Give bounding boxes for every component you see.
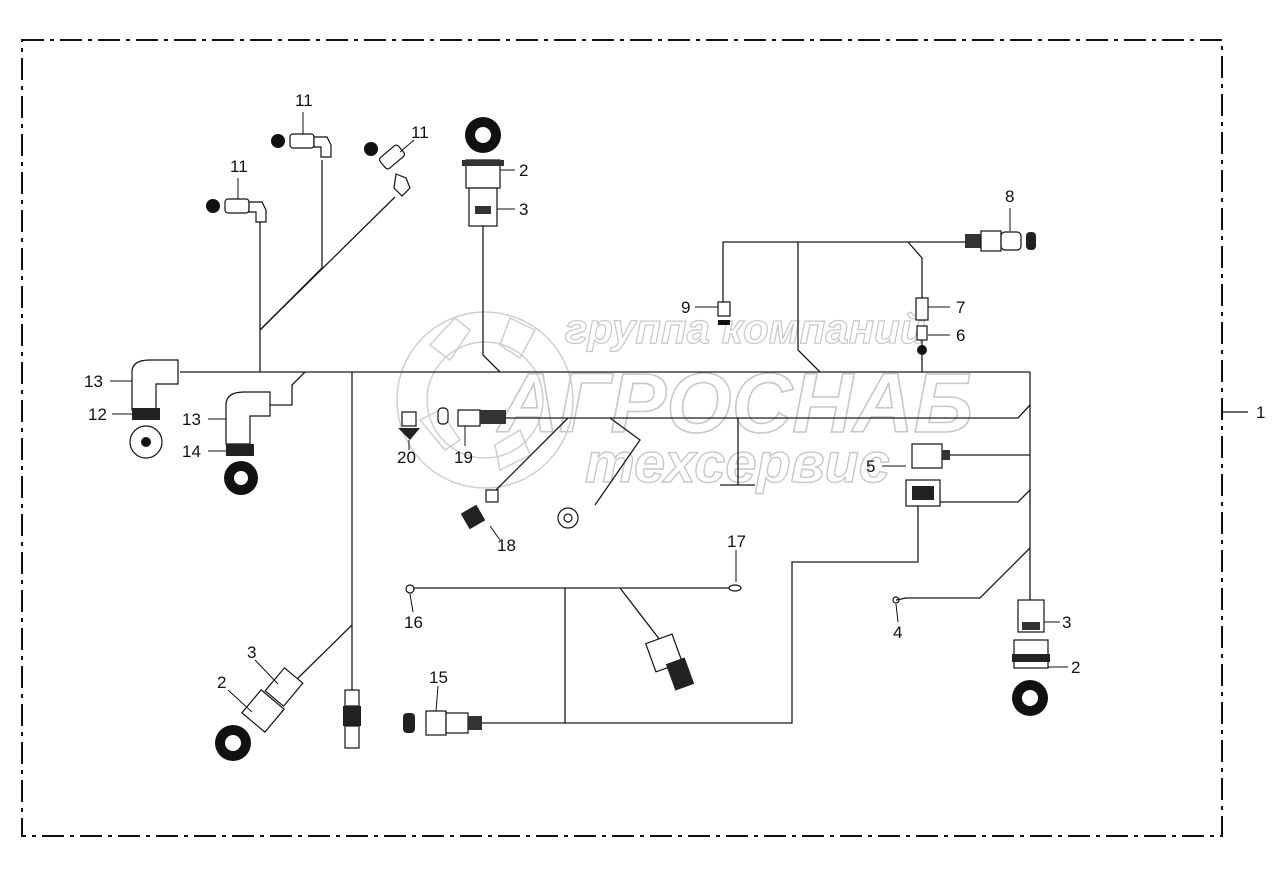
callout-label: 16 xyxy=(404,613,423,632)
connector-18 xyxy=(460,489,499,530)
callout-label: 4 xyxy=(893,623,902,642)
callout-label: 8 xyxy=(1005,187,1014,206)
watermark-line-2: АГРОСНАБ xyxy=(496,356,973,450)
callout-label: 1 xyxy=(1256,403,1265,422)
callout-label: 6 xyxy=(956,326,965,345)
connector-2-3-top xyxy=(462,117,504,227)
connector-11-center xyxy=(271,133,332,158)
callout-label: 20 xyxy=(397,448,416,467)
connector-center-bottom xyxy=(644,633,695,691)
connector-7-6 xyxy=(915,297,929,355)
callout-label: 2 xyxy=(217,673,226,692)
callout-label: 15 xyxy=(429,668,448,687)
callout-label: 3 xyxy=(247,643,256,662)
callout-label: 5 xyxy=(866,457,875,476)
callout-label: 11 xyxy=(230,157,248,176)
connector-19 xyxy=(437,407,506,427)
terminal-16 xyxy=(405,584,415,594)
connector-11-right xyxy=(364,142,411,197)
callout-label: 9 xyxy=(681,298,690,317)
callout-label: 18 xyxy=(497,536,516,555)
callout-labels: 1 11 11 11 2 3 8 9 7 6 13 12 13 14 20 19… xyxy=(84,91,1265,692)
terminal-17 xyxy=(728,584,742,592)
callout-label: 13 xyxy=(182,410,201,429)
watermark-line-1: группа компаний xyxy=(565,305,925,352)
callout-label: 7 xyxy=(956,298,965,317)
connector-15 xyxy=(403,710,482,736)
connector-13-14 xyxy=(224,391,271,495)
callout-label: 17 xyxy=(727,532,746,551)
callout-label: 3 xyxy=(519,200,528,219)
callout-label: 11 xyxy=(411,123,429,142)
components xyxy=(129,117,1050,761)
connector-13-12-left xyxy=(129,359,179,459)
ring-terminal xyxy=(557,507,579,529)
callout-leaders xyxy=(110,112,1068,713)
connector-9 xyxy=(717,301,731,325)
connector-11-left xyxy=(206,198,267,223)
callout-label: 3 xyxy=(1062,613,1071,632)
connector-8 xyxy=(965,230,1036,252)
watermark-emblem xyxy=(396,311,574,489)
terminal-4 xyxy=(892,596,907,604)
callout-label: 14 xyxy=(182,442,201,461)
connector-3-2-lower-left xyxy=(215,666,304,761)
callout-label: 13 xyxy=(84,372,103,391)
connector-lower-vertical xyxy=(343,689,361,749)
callout-label: 12 xyxy=(88,405,107,424)
callout-label: 11 xyxy=(295,91,313,110)
callout-label: 19 xyxy=(454,448,473,467)
wiring-harness xyxy=(180,160,1031,724)
callout-label: 2 xyxy=(519,161,528,180)
connector-20 xyxy=(398,411,420,440)
connector-3-2-right xyxy=(1012,599,1050,716)
callout-label: 2 xyxy=(1071,658,1080,677)
assembly-boundary xyxy=(21,39,1223,837)
connector-5 xyxy=(905,443,950,507)
